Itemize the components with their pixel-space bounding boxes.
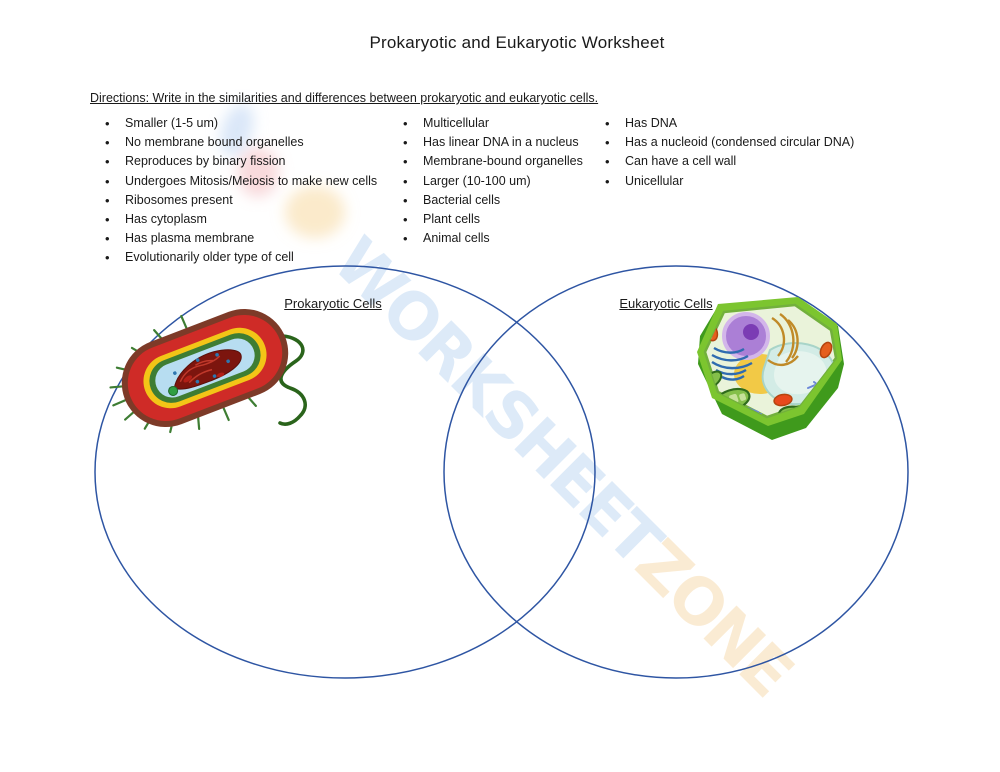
inclusion-bodies bbox=[168, 372, 225, 396]
bullet-item: Ribosomes present bbox=[90, 191, 377, 210]
flagellum bbox=[278, 334, 307, 426]
watermark-word-2: ZONE bbox=[621, 526, 805, 710]
bullet-column-3: Has DNAHas a nucleoid (condensed circula… bbox=[590, 114, 854, 191]
ribosome-dots bbox=[173, 352, 230, 384]
bullet-item: Undergoes Mitosis/Meiosis to make new ce… bbox=[90, 172, 377, 191]
page-title: Prokaryotic and Eukaryotic Worksheet bbox=[369, 33, 665, 52]
bullet-item: Smaller (1-5 um) bbox=[90, 114, 377, 133]
mitochondrion bbox=[819, 341, 833, 359]
bullet-item: Bacterial cells bbox=[388, 191, 583, 210]
bullet-item: Reproduces by binary fission bbox=[90, 152, 377, 171]
bullet-item: Has plasma membrane bbox=[90, 229, 377, 248]
watermark-word-1: WORKSHEET bbox=[319, 224, 676, 581]
eukaryote-cell-illustration bbox=[697, 297, 844, 440]
bullet-item: Larger (10-100 um) bbox=[388, 172, 583, 191]
bullet-item: Animal cells bbox=[388, 229, 583, 248]
bullet-column-1: Smaller (1-5 um)No membrane bound organe… bbox=[90, 114, 377, 268]
bullet-item: Unicellular bbox=[590, 172, 854, 191]
bullet-item: Evolutionarily older type of cell bbox=[90, 248, 377, 267]
directions-text: Directions: Write in the similarities an… bbox=[90, 91, 599, 105]
bullet-item: Has DNA bbox=[590, 114, 854, 133]
bullet-item: Membrane-bound organelles bbox=[388, 152, 583, 171]
endoplasmic-reticulum bbox=[767, 313, 799, 367]
bullet-item: Plant cells bbox=[388, 210, 583, 229]
bullet-item: Has a nucleoid (condensed circular DNA) bbox=[590, 133, 854, 152]
bullet-item: Can have a cell wall bbox=[590, 152, 854, 171]
venn-label-eukaryotic: Eukaryotic Cells bbox=[619, 296, 713, 311]
bullet-column-2: MulticellularHas linear DNA in a nucleus… bbox=[388, 114, 583, 249]
nucleoid-strands bbox=[179, 355, 221, 384]
bullet-item: Multicellular bbox=[388, 114, 583, 133]
nucleolus bbox=[743, 324, 759, 340]
bullet-item: Has cytoplasm bbox=[90, 210, 377, 229]
bullet-item: Has linear DNA in a nucleus bbox=[388, 133, 583, 152]
venn-label-prokaryotic: Prokaryotic Cells bbox=[284, 296, 382, 311]
bullet-item: No membrane bound organelles bbox=[90, 133, 377, 152]
prokaryote-cell-illustration bbox=[109, 308, 307, 434]
venn-circle-right bbox=[443, 265, 909, 679]
